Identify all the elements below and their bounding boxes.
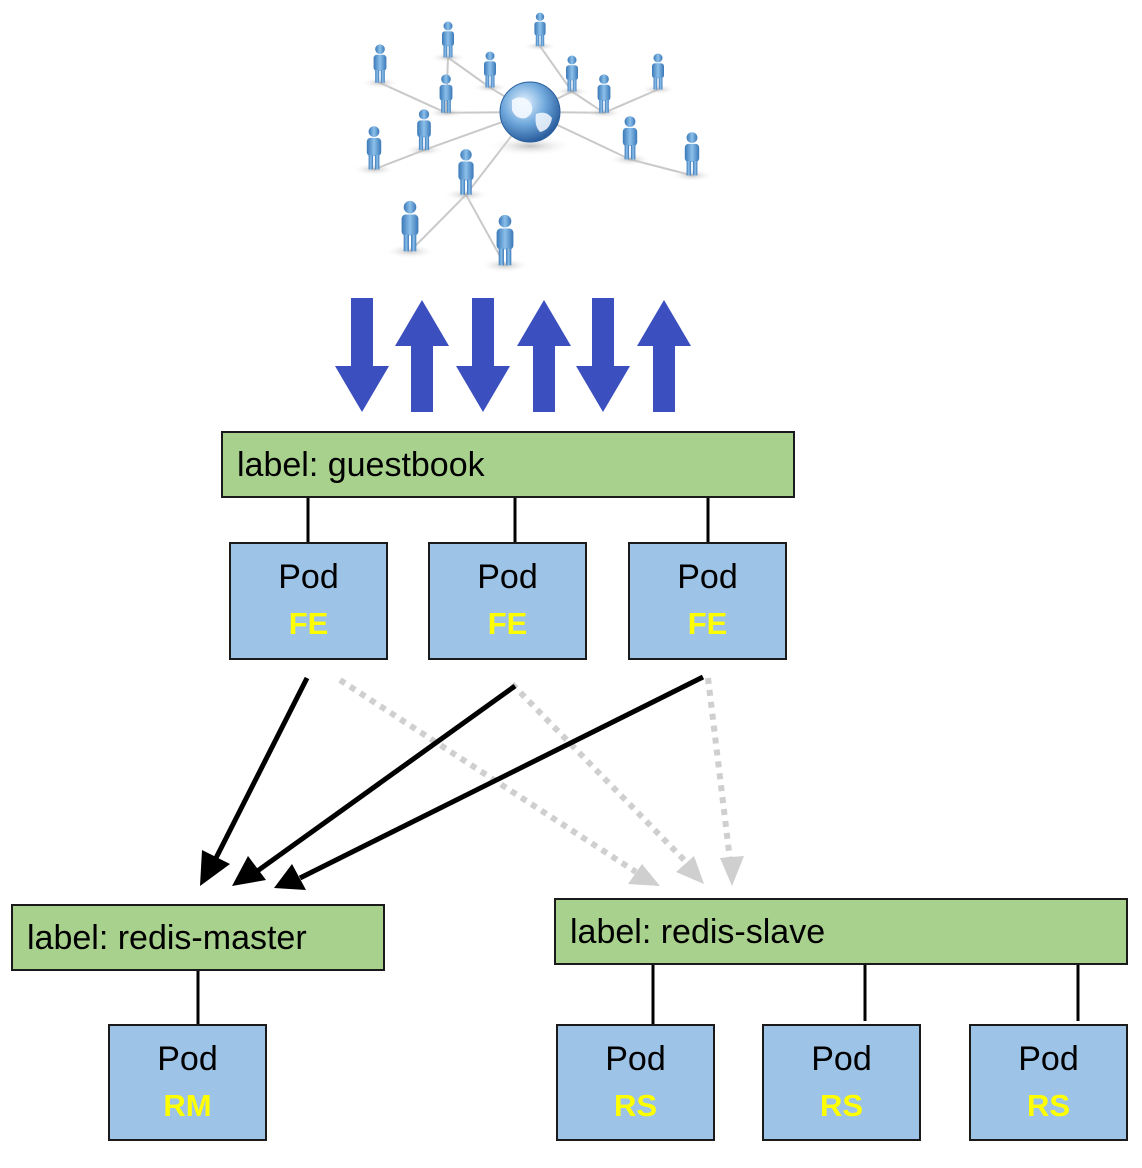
network-link [447, 56, 491, 89]
guestbook-pod-2: Pod FE [428, 542, 587, 660]
pod-role: RS [819, 1088, 864, 1123]
write-arrowhead-1 [200, 850, 230, 886]
person-icon [608, 116, 652, 166]
pod-title: Pod [1018, 1040, 1079, 1078]
connector-lines [196, 497, 1080, 1025]
person-icon [430, 21, 466, 63]
read-arrow-1 [338, 677, 638, 875]
write-arrow-1 [211, 676, 310, 864]
pod-title: Pod [278, 558, 339, 596]
redis-master-pod: Pod RM [108, 1024, 267, 1141]
person-icon [360, 44, 400, 89]
write-arrowhead-3 [274, 864, 306, 890]
pod-title: Pod [677, 558, 738, 596]
redis-master-label: label: redis-master [11, 904, 385, 971]
pod-role: RS [613, 1088, 658, 1123]
pod-role: RS [1026, 1088, 1071, 1123]
redis-master-label-text: label: redis-master [27, 918, 307, 957]
person-icon [443, 149, 489, 202]
person-icon [584, 74, 624, 119]
person-icon [640, 53, 676, 95]
guestbook-pod-3: Pod FE [628, 542, 787, 660]
globe-continent [512, 97, 533, 119]
person-icon [384, 200, 436, 259]
down-arrow-icon [335, 298, 389, 412]
person-icon [523, 12, 557, 52]
write-arrow-2 [254, 683, 517, 875]
network-link [465, 194, 506, 266]
read-arrow-2 [509, 681, 693, 869]
guestbook-pod-1: Pod FE [229, 542, 388, 660]
person-icon [472, 51, 508, 93]
person-icon [426, 74, 466, 119]
pod-role: FE [288, 606, 329, 641]
person-icon [479, 214, 531, 273]
redis-slave-label: label: redis-slave [554, 898, 1128, 965]
up-arrow-icon [637, 300, 691, 412]
redis-slave-label-text: label: redis-slave [570, 912, 826, 951]
read-arrows-to-redis-slave [338, 677, 744, 886]
network-link [409, 193, 467, 253]
redis-slave-pod-2: Pod RS [762, 1024, 921, 1141]
read-arrowhead-2 [676, 856, 704, 884]
globe-continent [535, 112, 552, 132]
write-arrow-3 [298, 674, 705, 881]
write-arrowhead-2 [232, 856, 266, 886]
guestbook-label: label: guestbook [221, 431, 795, 498]
pod-role: FE [487, 606, 528, 641]
redis-slave-pod-1: Pod RS [556, 1024, 715, 1141]
pod-role: RM [163, 1088, 212, 1123]
down-arrow-icon [576, 298, 630, 412]
pod-title: Pod [477, 558, 538, 596]
people-network-globe-icon [352, 12, 714, 273]
pod-title: Pod [157, 1040, 218, 1078]
up-arrow-icon [517, 300, 571, 412]
person-icon [670, 132, 714, 182]
pod-role: FE [687, 606, 728, 641]
globe-shadow [486, 136, 574, 156]
down-arrow-icon [456, 298, 510, 412]
read-arrowhead-1 [628, 864, 660, 886]
pod-title: Pod [605, 1040, 666, 1078]
read-arrow-3 [705, 677, 733, 861]
up-arrow-icon [395, 300, 449, 412]
network-link [379, 81, 447, 114]
read-arrowhead-3 [720, 856, 744, 886]
write-arrows-to-redis-master [200, 674, 705, 890]
traffic-arrows [335, 298, 691, 412]
pod-title: Pod [811, 1040, 872, 1078]
redis-slave-pod-3: Pod RS [969, 1024, 1128, 1141]
person-icon [554, 55, 590, 97]
person-icon [403, 109, 445, 157]
guestbook-label-text: label: guestbook [237, 445, 485, 484]
person-icon [352, 126, 396, 176]
network-link [539, 45, 573, 93]
